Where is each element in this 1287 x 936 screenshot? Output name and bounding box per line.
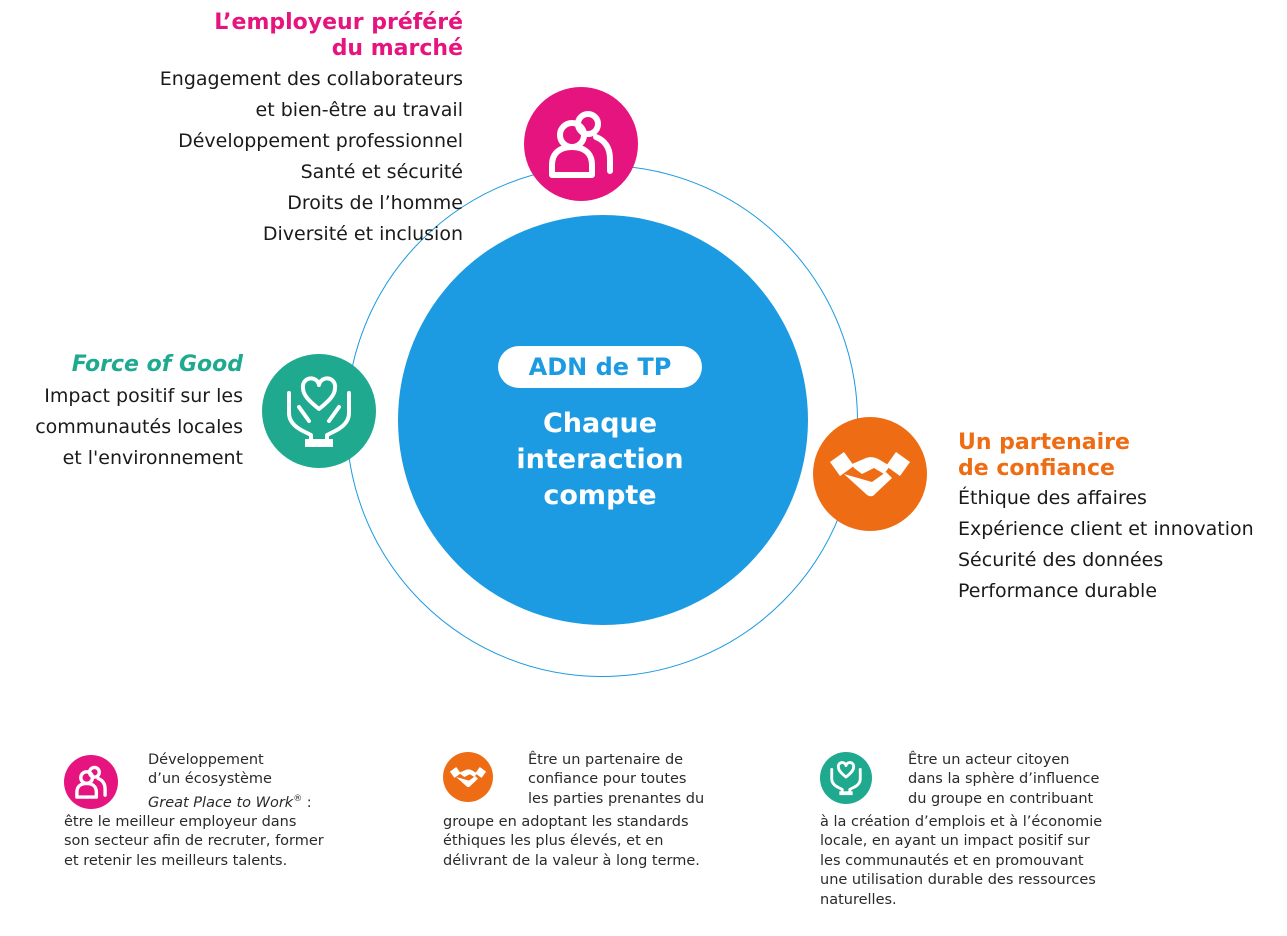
note-good-top: Être un acteur citoyen dans la sphère d’… — [908, 751, 1099, 809]
center-tagline: Chaque interaction compte — [498, 406, 702, 514]
registered-mark: ® — [293, 793, 303, 804]
note-line: une utilisation durable des ressources — [820, 872, 1096, 889]
employer-item: Diversité et inclusion — [262, 223, 463, 245]
note-line: du groupe en contribuant — [908, 790, 1094, 807]
note-line: à la création d’emplois et à l’économie — [820, 814, 1103, 830]
note-line: les parties prenantes du — [528, 790, 705, 807]
employer-title: L’employeur préféré du marché — [160, 10, 463, 62]
partner-item: Sécurité des données — [958, 549, 1164, 571]
note-line: d’un écosystème — [148, 771, 272, 788]
good-item: et l'environnement — [62, 447, 243, 469]
partner-title-line: de confiance — [958, 456, 1115, 481]
partner-title: Un partenaire de confiance — [958, 430, 1254, 482]
partner-item: Éthique des affaires — [958, 487, 1147, 509]
note-line: et retenir les meilleurs talents. — [64, 852, 288, 869]
hands-heart-icon — [262, 354, 376, 468]
good-list: Impact positif sur les communautés local… — [35, 381, 243, 474]
good-item: Impact positif sur les — [44, 385, 243, 407]
good-section: Force of Good Impact positif sur les com… — [35, 352, 243, 474]
note-line: Être un acteur citoyen — [908, 752, 1070, 768]
note-partner: groupe en adoptant les standards éthique… — [443, 813, 700, 871]
employer-section: L’employeur préféré du marché Engagement… — [160, 10, 463, 250]
note-employer-top: Développement d’un écosystème Great Plac… — [148, 751, 312, 813]
center-tagline-line: interaction — [516, 444, 684, 475]
good-item: communautés locales — [35, 416, 243, 438]
partner-list: Éthique des affaires Expérience client e… — [958, 483, 1254, 607]
note-line: locale, en ayant un impact positif sur — [820, 833, 1090, 850]
employer-list: Engagement des collaborateurs et bien-êt… — [160, 64, 463, 250]
note-line: délivrant de la valeur à long terme. — [443, 852, 700, 869]
note-line: groupe en adoptant les standards — [443, 814, 689, 830]
handshake-icon — [443, 752, 493, 802]
people-icon — [524, 87, 638, 201]
note-partner-top: Être un partenaire de confiance pour tou… — [528, 751, 704, 809]
partner-section: Un partenaire de confiance Éthique des a… — [958, 430, 1254, 607]
employer-item: et bien-être au travail — [255, 99, 463, 121]
note-good: à la création d’emplois et à l’économie … — [820, 813, 1102, 910]
employer-item: Engagement des collaborateurs — [159, 68, 463, 90]
note-employer: être le meilleur employeur dans son sect… — [64, 813, 324, 871]
note-line: son secteur afin de recruter, former — [64, 833, 324, 850]
note-line: naturelles. — [820, 891, 897, 908]
partner-item: Performance durable — [958, 580, 1158, 602]
center-pill: ADN de TP — [498, 346, 702, 388]
note-suffix: : — [302, 794, 312, 811]
employer-item: Santé et sécurité — [300, 161, 463, 183]
employer-item: Droits de l’homme — [287, 192, 463, 214]
note-line: éthiques les plus élevés, et en — [443, 833, 664, 850]
hands-heart-icon — [820, 752, 872, 804]
note-italic: Great Place to Work — [148, 794, 294, 811]
note-line: Great Place to Work® : — [148, 790, 312, 813]
note-line: confiance pour toutes — [528, 771, 687, 788]
note-line: dans la sphère d’influence — [908, 771, 1100, 788]
note-line: être le meilleur employeur dans — [64, 814, 297, 830]
note-line: Développement — [148, 752, 264, 768]
note-line: Être un partenaire de — [528, 752, 684, 768]
people-icon — [64, 755, 118, 809]
employer-item: Développement professionnel — [178, 130, 463, 152]
note-line: les communautés et en promouvant — [820, 852, 1084, 869]
handshake-icon — [813, 417, 927, 531]
core-circle — [398, 215, 808, 625]
employer-title-line: du marché — [331, 36, 463, 61]
employer-title-line: L’employeur préféré — [214, 10, 463, 35]
center-tagline-line: Chaque — [542, 408, 658, 439]
partner-title-line: Un partenaire — [958, 430, 1130, 455]
good-title: Force of Good — [71, 352, 243, 377]
partner-item: Expérience client et innovation — [958, 518, 1254, 540]
center-tagline-line: compte — [543, 480, 657, 511]
